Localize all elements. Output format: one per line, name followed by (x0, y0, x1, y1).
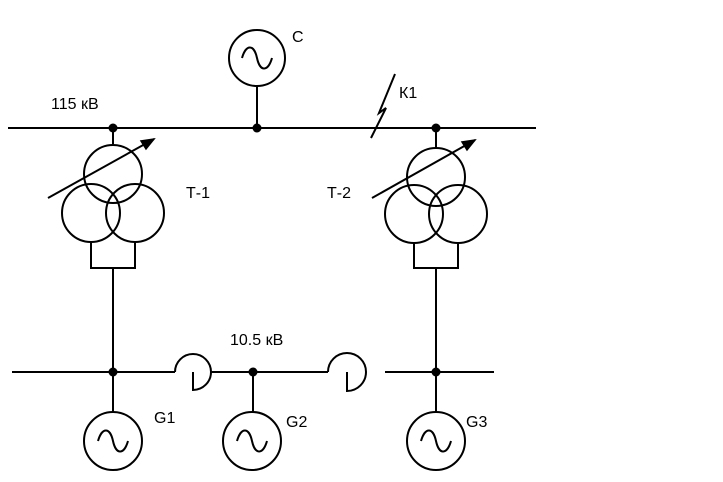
g3-label: G3 (466, 414, 487, 431)
current-limiting-reactor-icon (327, 352, 367, 393)
t2-lv-bridge (413, 243, 459, 269)
t2-regulation-arrow-line (371, 139, 476, 199)
bus-115kv-label: 115 кВ (51, 96, 99, 113)
t1-hv-winding (83, 144, 143, 204)
bus-10-5kv: 10.5 кВ (12, 332, 494, 393)
transformer-t2: Т-2 (327, 123, 488, 372)
t1-regulation-arrow-head (139, 137, 156, 151)
t2-regulation-arrow-head (460, 138, 477, 152)
ac-sine-source-icon (420, 429, 452, 453)
system-source-junction (252, 123, 262, 133)
current-limiting-reactor-icon (174, 353, 212, 392)
system-source-c: С (228, 29, 304, 133)
g1-circle (83, 411, 143, 471)
g1-label: G1 (154, 410, 175, 427)
bus-10-5kv-label: 10.5 кВ (230, 332, 283, 349)
transformer-t1: Т-1 (47, 123, 210, 371)
t2-label: Т-2 (327, 185, 351, 202)
system-source-label: С (292, 29, 304, 46)
generator-g2: G2 (222, 367, 307, 471)
g2-circle (222, 411, 282, 471)
t2-lv-winding-right (428, 184, 488, 244)
g3-circle (406, 411, 466, 471)
generator-g3: G3 (406, 367, 487, 471)
ac-sine-source-icon (97, 429, 129, 453)
t1-label: Т-1 (186, 185, 210, 202)
short-circuit-lightning-icon (370, 73, 396, 139)
t1-lv-bridge (90, 242, 136, 269)
fault-point-label: К1 (399, 85, 417, 102)
t2-lv-winding-left (384, 184, 444, 244)
t1-regulation-arrow-line (47, 138, 155, 199)
ac-sine-source-icon (241, 46, 273, 70)
t2-hv-winding (406, 147, 466, 207)
fault-point-k1: К1 (370, 73, 417, 139)
g2-label: G2 (286, 414, 307, 431)
ac-sine-source-icon (236, 429, 268, 453)
generator-g1: G1 (83, 367, 175, 471)
